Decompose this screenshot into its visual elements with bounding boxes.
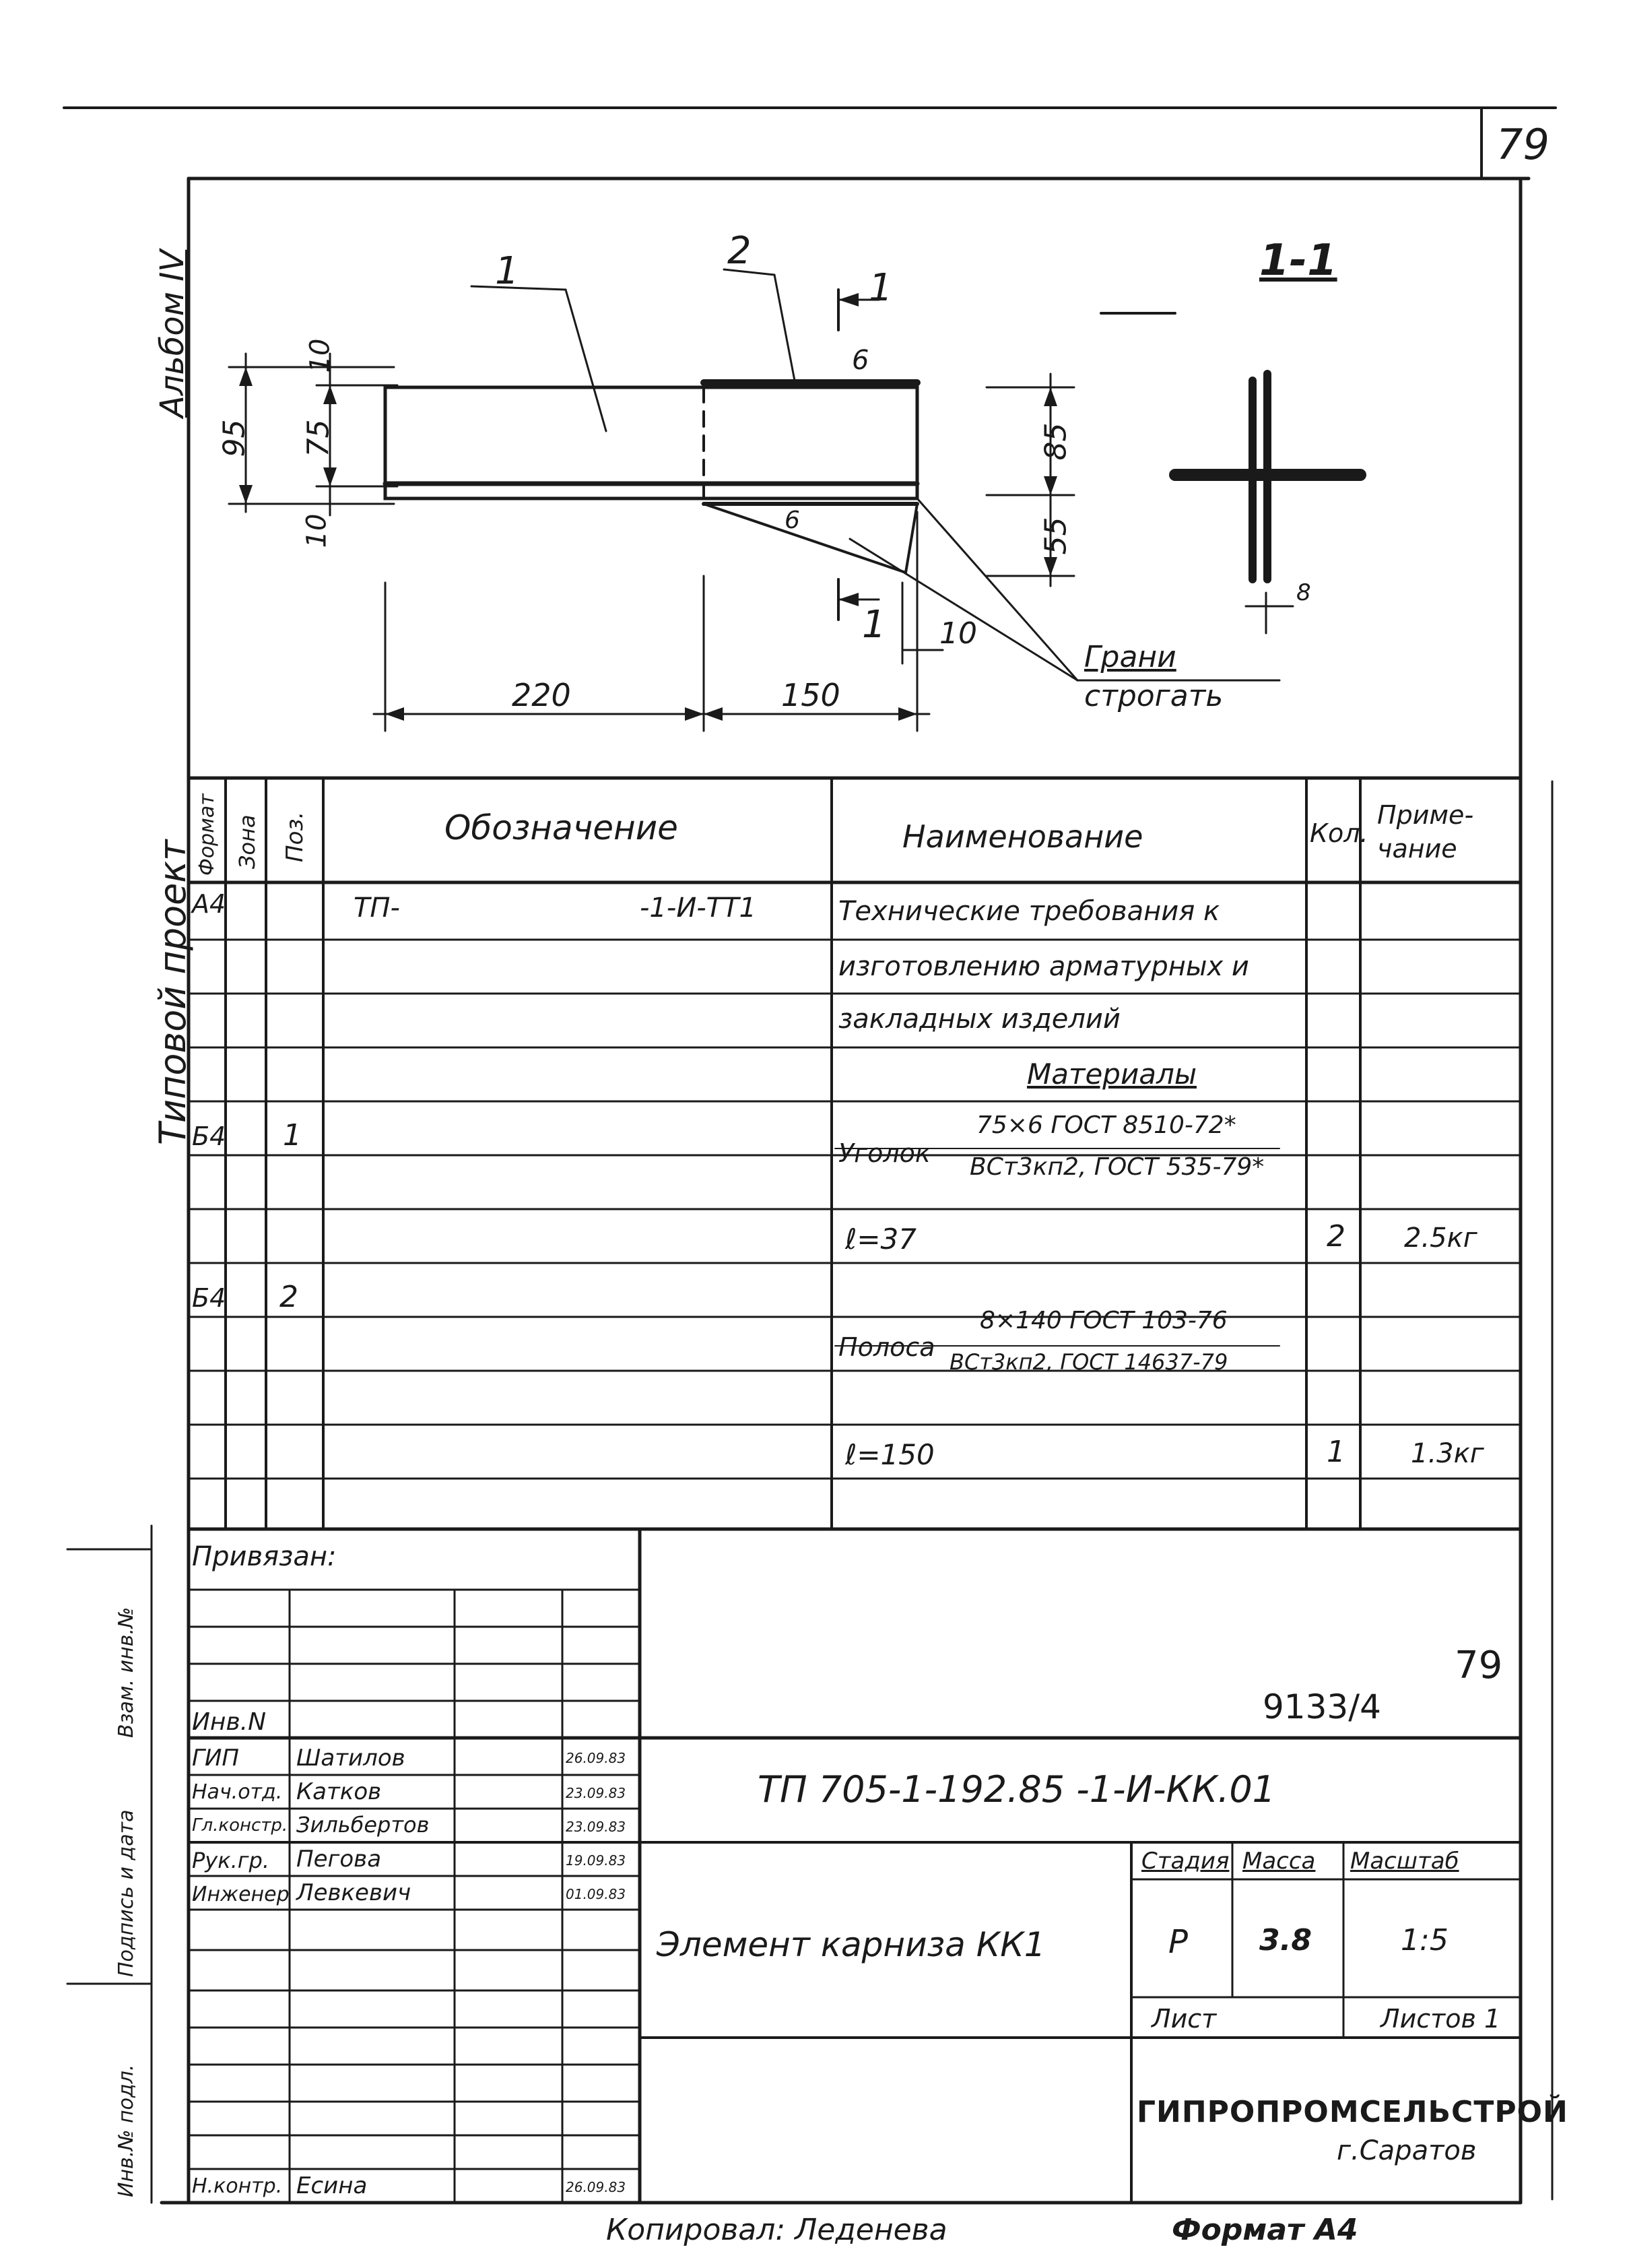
note-line-1: Грани [1084,640,1176,674]
dim-6-bottom: 6 [785,507,800,534]
row5-name-numerator: 75×6 ГОСТ 8510-72* [976,1111,1236,1139]
spec-header-format: Формат [195,793,219,876]
dim-220: 220 [512,677,571,713]
dim-55: 55 [1038,517,1073,555]
name-ruk-gr: Пегова [296,1846,382,1873]
section-materials: Материалы [1027,1058,1197,1091]
spec-header-pos: Поз. [281,811,308,862]
role-nach-otd: Нач.отд. [192,1780,283,1804]
mass-label: Масса [1242,1848,1316,1875]
row7-note: 2.5кг [1404,1223,1477,1254]
row8-format: Б4 [192,1283,226,1313]
name-n-kontr: Есина [296,2172,368,2199]
section-title: 1-1 [1259,236,1337,286]
row10-name: ℓ=150 [845,1438,935,1471]
scale-label: Масштаб [1350,1848,1459,1875]
spec-header-qty: Кол. [1310,818,1368,848]
row1-designation-a: ТП- [354,893,400,924]
dim-150: 150 [781,677,840,713]
side-label-podpis: Подпись и дата [114,1809,138,1978]
sheet-label: Лист [1152,2004,1217,2034]
footer-format: Формат А4 [1172,2213,1358,2247]
side-label-vzam: Взам. инв.№ [114,1607,138,1738]
dim-8: 8 [1296,579,1311,606]
dim-10-right: 10 [939,616,977,651]
role-gip: ГИП [192,1745,239,1772]
role-inzhener: Инженер [192,1883,290,1906]
stage-label: Стадия [1141,1848,1230,1875]
row7-qty: 2 [1327,1219,1345,1254]
stamp-number-handwritten: 79 [1455,1644,1503,1687]
stamp-title: Элемент карниза КК1 [657,1925,1046,1964]
dim-85: 85 [1038,422,1073,461]
spec-header-name: Наименование [902,818,1143,855]
organization-city: г.Саратов [1337,2135,1477,2166]
stamp-privyazan: Привязан: [192,1541,337,1572]
stage-value: Р [1168,1923,1188,1961]
date-n-kontr: 26.09.83 [566,2179,626,2195]
name-gl-konstr: Зильбертов [296,1812,430,1838]
row8-name-denominator: ВСт3кп2, ГОСТ 14637-79 [950,1349,1228,1375]
album-label: Альбом IV [154,249,191,418]
row7-name: ℓ=37 [845,1223,917,1256]
angle-elevation [383,385,919,500]
row1-name: Технические требования к [838,896,1220,927]
row1-designation-b: -1-И-ТТ1 [640,893,756,924]
role-gl-konstr: Гл.констр. [192,1815,288,1836]
name-inzhener: Левкевич [296,1879,411,1906]
date-gip: 26.09.83 [566,1750,626,1766]
dim-10-bottom: 10 [301,513,333,548]
row8-name-numerator: 8×140 ГОСТ 103-76 [980,1307,1228,1334]
section-mark-bottom: 1 [862,603,886,647]
role-ruk-gr: Рук.гр. [192,1848,270,1873]
mass-value: 3.8 [1259,1923,1312,1957]
sheets-label: Листов 1 [1380,2004,1501,2034]
row10-note: 1.3кг [1411,1438,1484,1469]
section-mark-top: 1 [869,266,893,310]
row8-pos: 2 [279,1280,298,1314]
organization-name: ГИПРОПРОМСЕЛЬСТРОЙ [1137,2095,1568,2129]
dim-75: 75 [301,419,336,457]
name-nach-otd: Катков [296,1778,382,1805]
spec-header-designation: Обозначение [444,808,678,847]
spec-header-zone: Зона [234,814,260,869]
scale-value: 1:5 [1401,1923,1449,1957]
stamp-designation: ТП 705-1-192.85 -1-И-КК.01 [758,1768,1276,1811]
row2-name: изготовлению арматурных и [838,951,1249,982]
spec-header-note: Приме- чание [1377,800,1474,864]
note-line-2: строгать [1084,679,1224,713]
row5-pos: 1 [283,1118,302,1153]
dim-6-top: 6 [852,345,869,376]
row1-format: А4 [192,889,226,919]
date-ruk-gr: 19.09.83 [566,1852,626,1869]
row5-name-prefix: Уголок [838,1138,931,1168]
callout-1: 1 [495,249,519,293]
row5-format: Б4 [192,1122,226,1151]
row8-name-prefix: Полоса [838,1332,935,1362]
footer-copied: Копировал: Леденева [606,2213,947,2247]
dim-95: 95 [217,419,252,457]
row10-qty: 1 [1327,1435,1345,1469]
dim-10-top: 10 [304,338,336,373]
date-inzhener: 01.09.83 [566,1886,626,1902]
name-gip: Шатилов [296,1745,405,1772]
row3-name: закладных изделий [838,1004,1121,1035]
stamp-number-code: 9133/4 [1263,1687,1381,1726]
date-gl-konstr: 23.09.83 [566,1819,626,1835]
role-n-kontr: Н.контр. [192,2174,283,2198]
page-number: 79 [1496,120,1550,169]
stamp-inv-no: Инв.N [192,1708,267,1736]
side-label-inv-podl: Инв.№ подл. [114,2064,138,2197]
callout-2: 2 [727,229,752,273]
typical-project-label: Типовой проект [152,839,194,1145]
row5-name-denominator: ВСт3кп2, ГОСТ 535-79* [970,1153,1265,1181]
date-nach-otd: 23.09.83 [566,1785,626,1801]
